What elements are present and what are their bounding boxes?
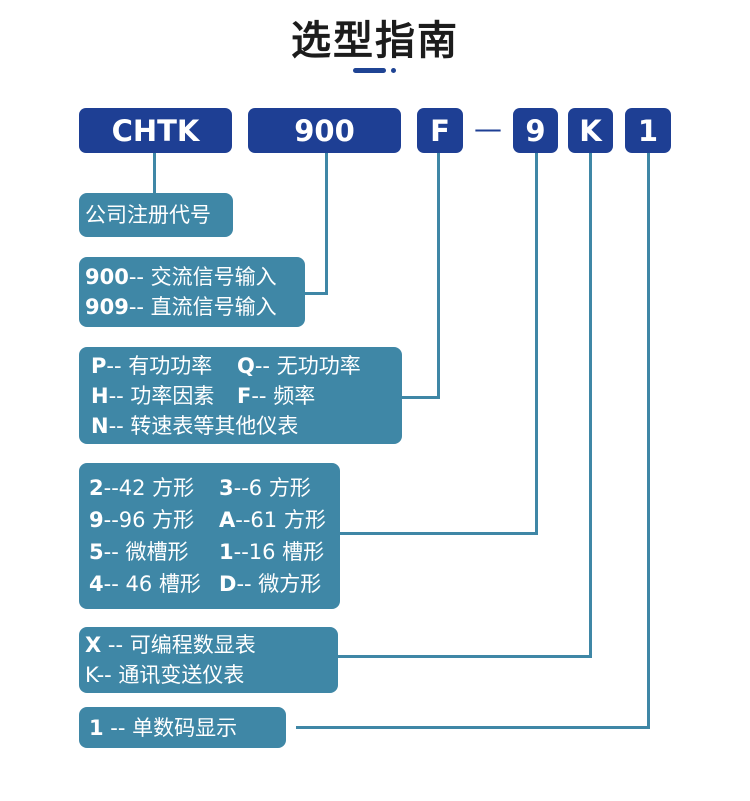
size-option: 3--6 方形 bbox=[219, 476, 311, 500]
code-segment-size: 9 bbox=[513, 108, 558, 153]
display-option: 1 -- 单数码显示 bbox=[89, 716, 238, 740]
code-segment-output: K bbox=[568, 108, 613, 153]
title-underline bbox=[353, 68, 386, 73]
input-option: 900-- 交流信号输入 bbox=[85, 265, 277, 289]
function-row: N-- 转速表等其他仪表 bbox=[91, 411, 396, 441]
function-option: P-- 有功功率 bbox=[91, 354, 213, 378]
size-option: 2--42 方形 bbox=[89, 476, 195, 500]
box-display: 1 -- 单数码显示 bbox=[79, 707, 286, 748]
company-code-text: 公司注册代号 bbox=[85, 203, 211, 227]
connector-input-vertical bbox=[325, 153, 328, 295]
output-option: K-- 通讯变送仪表 bbox=[85, 663, 245, 687]
code-segment-function: F bbox=[417, 108, 463, 153]
code-separator: — bbox=[474, 112, 502, 145]
size-option: 1--16 槽形 bbox=[219, 540, 325, 564]
function-option: H-- 功率因素 bbox=[91, 384, 215, 408]
function-row: P-- 有功功率 Q-- 无功功率 bbox=[91, 351, 396, 381]
size-row: 4-- 46 槽形 D-- 微方形 bbox=[89, 568, 334, 600]
connector-output-horizontal bbox=[338, 655, 592, 658]
box-company-code: 公司注册代号 bbox=[79, 193, 233, 237]
box-size: 2--42 方形 3--6 方形 9--96 方形 A--61 方形 5-- 微槽形… bbox=[79, 463, 340, 609]
connector-function-horizontal bbox=[401, 396, 440, 399]
code-segment-display: 1 bbox=[625, 108, 671, 153]
connector-size-horizontal bbox=[340, 532, 538, 535]
size-row: 5-- 微槽形 1--16 槽形 bbox=[89, 536, 334, 568]
connector-output-vertical bbox=[589, 153, 592, 658]
box-output-type: X -- 可编程数显表 K-- 通讯变送仪表 bbox=[79, 627, 338, 693]
connector-company bbox=[153, 153, 156, 193]
size-option: 9--96 方形 bbox=[89, 508, 195, 532]
page-title: 选型指南 bbox=[291, 18, 459, 64]
connector-display-vertical bbox=[647, 153, 650, 729]
code-segment-input: 900 bbox=[248, 108, 401, 153]
connector-size-vertical bbox=[535, 153, 538, 535]
size-row: 9--96 方形 A--61 方形 bbox=[89, 504, 334, 536]
code-segment-company: CHTK bbox=[79, 108, 232, 153]
size-option: D-- 微方形 bbox=[219, 572, 322, 596]
box-input-signal: 900-- 交流信号输入 909-- 直流信号输入 bbox=[79, 257, 305, 327]
size-option: 5-- 微槽形 bbox=[89, 540, 189, 564]
function-option: F-- 频率 bbox=[237, 384, 316, 408]
input-option: 909-- 直流信号输入 bbox=[85, 295, 277, 319]
output-option: X -- 可编程数显表 bbox=[85, 633, 256, 657]
title-underline-dot bbox=[391, 68, 396, 73]
connector-function-vertical bbox=[437, 153, 440, 399]
function-option: Q-- 无功功率 bbox=[237, 354, 361, 378]
function-option: N-- 转速表等其他仪表 bbox=[91, 414, 299, 438]
size-row: 2--42 方形 3--6 方形 bbox=[89, 472, 334, 504]
connector-input-horizontal bbox=[305, 292, 328, 295]
box-function-type: P-- 有功功率 Q-- 无功功率 H-- 功率因素 F-- 频率 N-- 转速表等… bbox=[79, 347, 402, 444]
size-option: A--61 方形 bbox=[219, 508, 326, 532]
size-option: 4-- 46 槽形 bbox=[89, 572, 201, 596]
connector-display-horizontal bbox=[296, 726, 650, 729]
function-row: H-- 功率因素 F-- 频率 bbox=[91, 381, 396, 411]
